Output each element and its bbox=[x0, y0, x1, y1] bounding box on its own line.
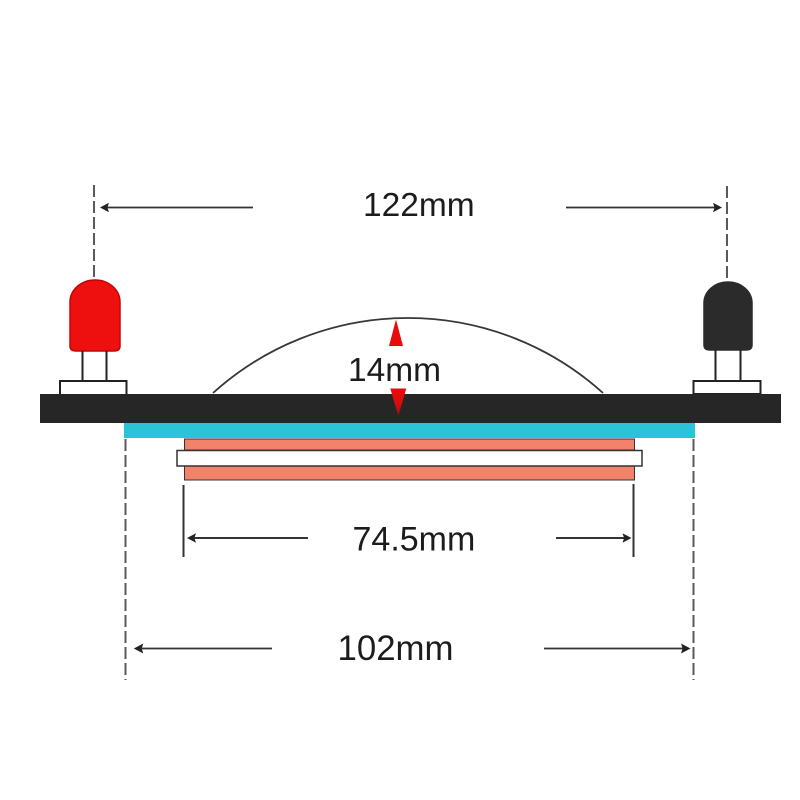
svg-text:74.5mm: 74.5mm bbox=[353, 521, 476, 559]
svg-text:122mm: 122mm bbox=[363, 187, 475, 224]
svg-text:14mm: 14mm bbox=[348, 352, 441, 389]
svg-text:102mm: 102mm bbox=[338, 629, 454, 668]
